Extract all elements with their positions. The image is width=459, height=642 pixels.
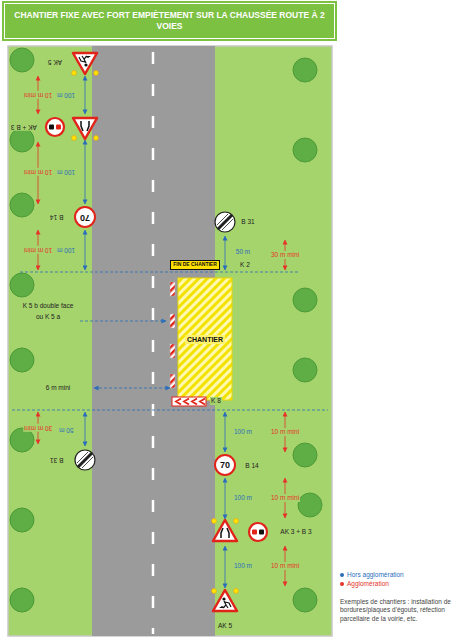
sign-code: K 5 b double face [22,302,75,310]
legend-row: Agglomération [340,579,404,588]
sign-code: B 31 [240,218,255,226]
end-of-works-panel-text: FIN DE CHANTIER [173,262,217,268]
distance-label: 30 m mini [270,251,300,259]
distance-label: 10 m mini [270,428,300,436]
title-band: CHANTIER FIXE AVEC FORT EMPIÈTEMENT SUR … [4,3,335,39]
sign-code: K 2 [239,261,251,269]
distance-label: 10 m mini [23,91,53,99]
sign-code: AK 5 [217,622,233,630]
distance-label: 10 m mini [270,494,300,502]
legend-swatch [340,573,344,577]
distance-label: 10 m mini [23,246,53,254]
sign-code: B 31 [49,456,64,464]
distance-label: 100 m [233,494,253,502]
distance-label: 100 m [56,168,76,176]
note-text: Exemples de chantiers : installation de … [340,598,452,623]
work-zone: CHANTIER [178,278,232,400]
speed-limit-sign: 70 [74,206,96,228]
distance-label: 100 m [233,562,253,570]
distance-label: 30 m mini [23,424,53,432]
legend-swatch [340,582,344,586]
end-of-works-panel: FIN DE CHANTIER [170,260,220,270]
work-zone-text: CHANTIER [185,335,225,344]
legend-text: Agglomération [347,579,389,588]
legend-row: Hors agglomération [340,570,404,579]
distance-label: 100 m [56,91,76,99]
speed-limit-sign-text: 70 [220,461,230,470]
distance-label: 10 m mini [23,168,53,176]
sign-code: K 8 [210,397,222,405]
sign-code: AK 3 + B 3 [279,528,312,536]
distance-label: 10 m mini [270,562,300,570]
sign-code: AK + B 3 [10,123,38,131]
sign-code: AK 5 [47,58,63,66]
distance-label: 100 m [233,428,253,436]
speed-limit-sign: 70 [214,454,236,476]
legend: Hors agglomérationAgglomération [340,570,404,588]
sign-code: B 14 [49,213,64,221]
legend-text: Hors agglomération [347,570,404,579]
sign-code: 6 m mini [45,384,72,392]
speed-limit-sign-text: 70 [80,213,90,222]
distance-label: 50 m [235,248,251,256]
sign-code: ou K 5 a [35,313,61,321]
distance-label: 50 m [58,426,74,434]
sign-code: B 14 [244,462,259,470]
distance-label: 100 m [56,246,76,254]
